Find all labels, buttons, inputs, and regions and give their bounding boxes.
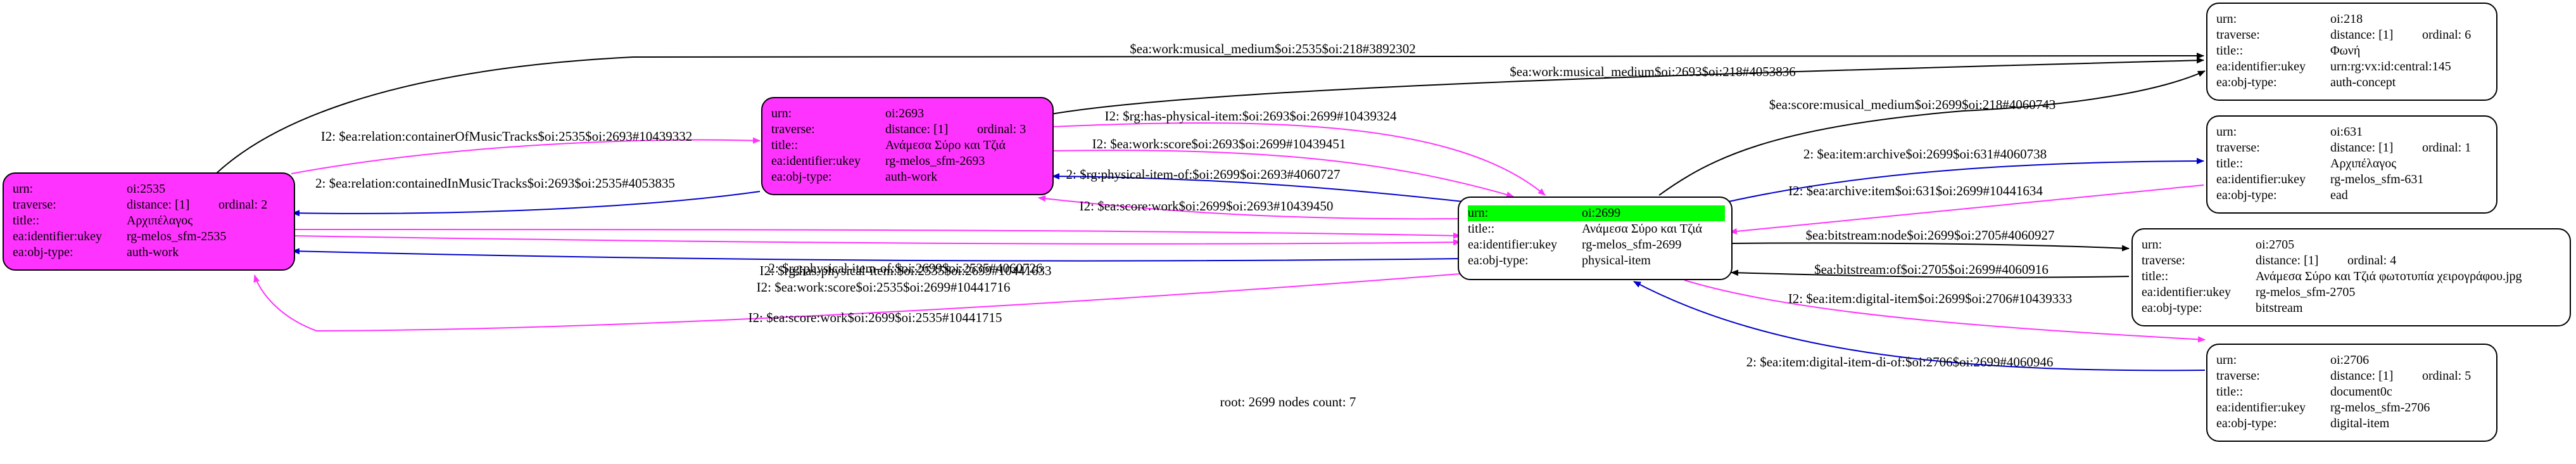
field-traverse: traverse:distance: [1]ordinal: 6: [2216, 28, 2472, 42]
node-oi-2705[interactable]: urn:oi:2705 traverse:distance: [1]ordina…: [2131, 228, 2571, 326]
node-oi-2693[interactable]: urn:oi:2693 traverse:distance: [1]ordina…: [761, 97, 1054, 195]
field-title: title::Αρχιπέλαγος: [13, 214, 193, 228]
field-title: title::Ανάμεσα Σύρο και Τζιά φωτοτυπία χ…: [2142, 269, 2522, 283]
field-urn: urn:oi:2693: [771, 106, 925, 120]
edge-label: I2: $ea:work:score$oi:2535$oi:2699#10441…: [757, 280, 1011, 295]
edge-2693-2699-b: [1051, 150, 1514, 198]
edge-label: I2: $ea:score:work$oi:2699$oi:2693#10439…: [1080, 198, 1334, 214]
edge-label: 2: $ea:item:archive$oi:2699$oi:631#40607…: [1803, 146, 2047, 162]
edge-label: $ea:work:musical_medium$oi:2693$oi:218#4…: [1510, 64, 1795, 79]
field-objtype: ea:obj-type:digital-item: [2216, 416, 2390, 430]
field-title: title::Φωνή: [2216, 44, 2361, 58]
edge-2699-2535-b: [253, 273, 1461, 332]
field-objtype: ea:obj-type:auth-work: [13, 245, 179, 259]
edge-label: I2: $ea:item:digital-item$oi:2699$oi:270…: [1788, 291, 2073, 306]
field-objtype: ea:obj-type:auth-work: [771, 170, 938, 184]
node-oi-218[interactable]: urn:oi:218 traverse:distance: [1]ordinal…: [2206, 3, 2497, 101]
field-urn: urn:oi:2706: [2216, 353, 2370, 367]
edge-label: 2: $rg:physical-item-of:$oi:2699$oi:2535…: [769, 261, 1043, 276]
field-urn: urn:oi:2705: [2142, 238, 2295, 252]
edge-2699-2535-a: [292, 248, 1461, 262]
node-oi-2699-root[interactable]: urn:oi:2699 title::Ανάμεσα Σύρο και Τζιά…: [1458, 197, 1733, 280]
field-title: title::Ανάμεσα Σύρο και Τζιά: [771, 138, 1006, 152]
edge-label: I2: $rg:has-physical-item:$oi:2693$oi:26…: [1105, 108, 1397, 124]
field-title: title::Ανάμεσα Σύρο και Τζιά: [1468, 222, 1702, 236]
field-urn: urn:oi:218: [2216, 12, 2363, 26]
field-traverse: traverse:distance: [1]ordinal: 3: [771, 122, 1026, 136]
field-title: title::document0c: [2216, 385, 2392, 399]
field-traverse: traverse:distance: [1]ordinal: 1: [2216, 141, 2472, 155]
edge-2706-2699: [1633, 281, 2206, 371]
edge-label: I2: $ea:relation:containerOfMusicTracks$…: [321, 129, 693, 144]
field-objtype: ea:obj-type:physical-item: [1468, 254, 1651, 267]
field-objtype: ea:obj-type:bitstream: [2142, 301, 2303, 315]
edge-2693-2699-a: [1051, 122, 1546, 196]
field-objtype: ea:obj-type:auth-concept: [2216, 75, 2396, 89]
node-oi-2535[interactable]: urn:oi:2535 traverse:distance: [1]ordina…: [3, 172, 295, 271]
edge-2535-2699-a: [292, 229, 1461, 239]
edge-2705-2699: [1731, 269, 2130, 278]
node-oi-2706[interactable]: urn:oi:2706 traverse:distance: [1]ordina…: [2206, 344, 2497, 442]
edge-2699-2693-b: [1038, 195, 1463, 220]
field-title: title::Αρχιπέλαγος: [2216, 157, 2397, 171]
field-urn: urn:oi:2699: [1468, 205, 1725, 221]
edge-2535-2699-b: [292, 235, 1461, 246]
edge-2699-2705: [1729, 242, 2130, 252]
edge-2699-2693-a: [1052, 173, 1463, 202]
edge-label: $ea:work:musical_medium$oi:2535$oi:218#3…: [1130, 41, 1415, 56]
graph-footer: root: 2699 nodes count: 7: [1220, 394, 1356, 409]
edge-2699-2706: [1684, 280, 2206, 343]
field-objtype: ea:obj-type:ead: [2216, 188, 2348, 202]
edge-label: $ea:bitstream:of$oi:2705$oi:2699#4060916: [1814, 262, 2049, 277]
edge-label: I2: $rg:has-physical-item:$oi:2535$oi:26…: [760, 263, 1052, 278]
field-traverse: traverse:distance: [1]ordinal: 5: [2216, 369, 2472, 383]
field-traverse: traverse:distance: [1]ordinal: 4: [2142, 254, 2397, 267]
edge-label: 2: $ea:item:digital-item-di-of:$oi:2706$…: [1746, 354, 2054, 370]
edge-label: 2: $rg:physical-item-of:$oi:2699$oi:2693…: [1066, 167, 1341, 182]
node-oi-631[interactable]: urn:oi:631 traverse:distance: [1]ordinal…: [2206, 115, 2497, 214]
edge-2693-218: [1051, 57, 2204, 115]
edge-label: 2: $ea:relation:containedInMusicTracks$o…: [315, 176, 675, 191]
edge-label: $ea:bitstream:node$oi:2699$oi:2705#40609…: [1805, 228, 2054, 243]
edge-2535-2693: [291, 137, 761, 174]
edge-label: I2: $ea:archive:item$oi:631$oi:2699#1044…: [1788, 183, 2043, 198]
edge-2699-218: [1658, 70, 2206, 196]
edge-2699-631: [1728, 158, 2204, 202]
edge-label: I2: $ea:score:work$oi:2699$oi:2535#10441…: [748, 310, 1002, 325]
edge-2693-2535: [292, 191, 761, 217]
field-urn: urn:oi:631: [2216, 125, 2363, 139]
edge-label: $ea:score:musical_medium$oi:2699$oi:218#…: [1769, 97, 2056, 112]
edge-label: I2: $ea:work:score$oi:2693$oi:2699#10439…: [1092, 136, 1346, 151]
field-urn: urn:oi:2535: [13, 182, 166, 196]
field-traverse: traverse:distance: [1]ordinal: 2: [13, 198, 268, 212]
